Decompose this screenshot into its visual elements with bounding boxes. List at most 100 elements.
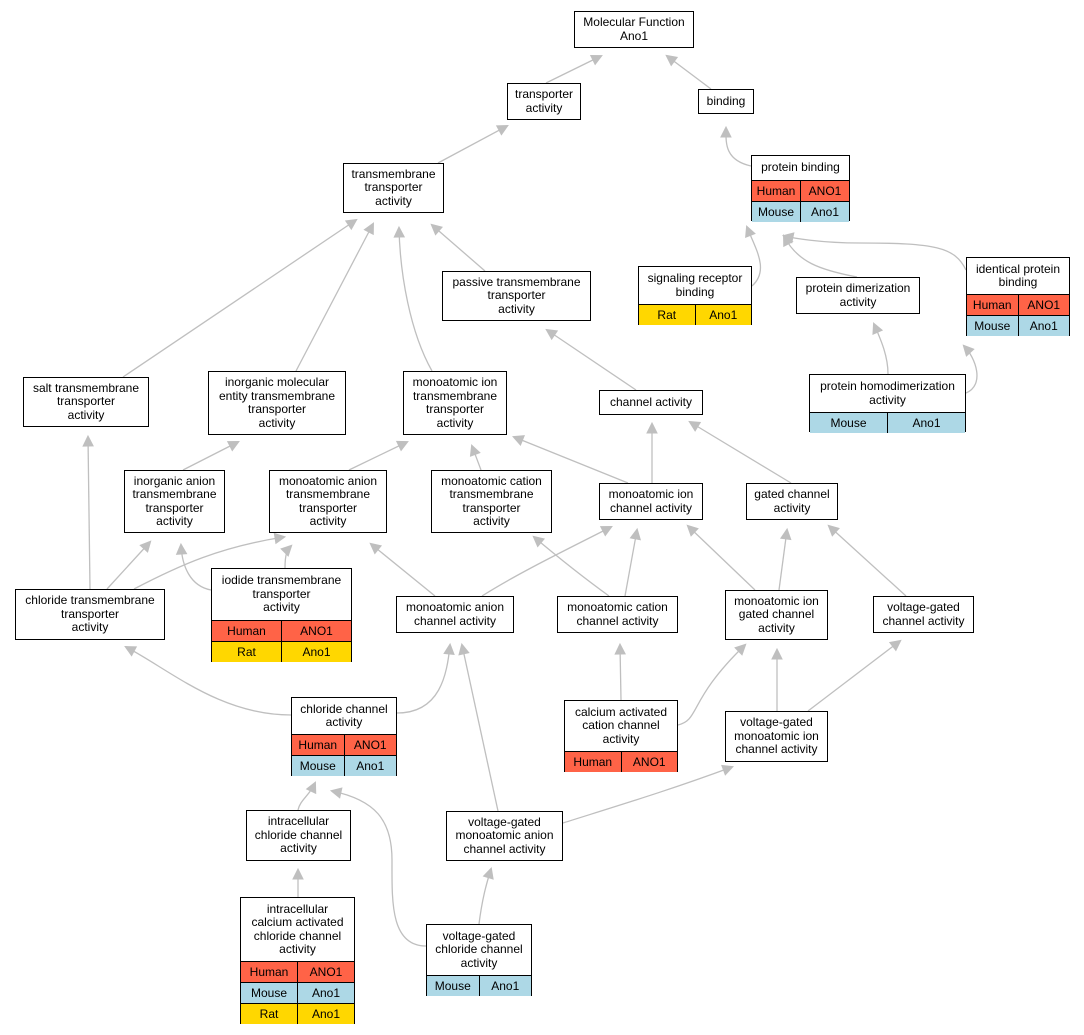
gene-cell: Ano1 bbox=[281, 642, 351, 662]
node-title: inorganic molecular entity transmembrane… bbox=[209, 372, 345, 434]
node-label: monoatomic ion transmembrane transporter… bbox=[412, 375, 498, 430]
go-term-node-transporter[interactable]: transporter activity bbox=[507, 83, 581, 120]
go-term-node-monoatomic-anion-channel[interactable]: monoatomic anion channel activity bbox=[396, 596, 514, 633]
species-cell: Mouse bbox=[974, 319, 1011, 333]
go-term-node-chloride-tm[interactable]: chloride transmembrane transporter activ… bbox=[15, 589, 165, 640]
node-title: protein dimerization activity bbox=[797, 278, 919, 313]
go-term-node-monoatomic-ion-channel[interactable]: monoatomic ion channel activity bbox=[599, 483, 703, 520]
go-term-node-protein-dimerization[interactable]: protein dimerization activity bbox=[796, 277, 920, 314]
arrowhead-gated_channel-to-channel bbox=[688, 420, 702, 432]
go-term-node-inorganic-anion-tm[interactable]: inorganic anion transmembrane transporte… bbox=[124, 470, 225, 533]
arrowhead-voltage_gated_chloride-to-voltage_gated_anion bbox=[482, 866, 494, 880]
arrowhead-intracellular_chloride-to-chloride_channel bbox=[305, 781, 317, 795]
go-term-node-inorganic-molecular[interactable]: inorganic molecular entity transmembrane… bbox=[208, 371, 346, 435]
node-title: intracellular chloride channel activity bbox=[247, 811, 350, 860]
go-term-node-voltage-gated-anion[interactable]: voltage-gated monoatomic anion channel a… bbox=[446, 811, 563, 861]
node-label: salt transmembrane transporter activity bbox=[32, 380, 140, 422]
species-cell: Human bbox=[227, 624, 266, 638]
edge-monoatomic_anion_channel-to-monoatomic_ion_channel bbox=[481, 526, 612, 597]
node-label: transporter activity bbox=[514, 87, 574, 115]
node-label: voltage-gated chloride channel activity bbox=[435, 928, 523, 970]
go-term-node-binding[interactable]: binding bbox=[698, 89, 754, 114]
arrowhead-monoatomic_ion_gated-to-gated_channel bbox=[779, 527, 792, 541]
go-term-node-voltage-gated-ion[interactable]: voltage-gated monoatomic ion channel act… bbox=[725, 711, 828, 762]
edge-chloride_tm-to-inorganic_anion_tm bbox=[106, 541, 151, 590]
go-term-node-channel[interactable]: channel activity bbox=[599, 390, 703, 415]
node-title: monoatomic anion transmembrane transport… bbox=[270, 471, 386, 532]
go-term-node-intracellular-calcium-chloride[interactable]: intracellular calcium activated chloride… bbox=[240, 897, 355, 1024]
node-label: identical protein binding bbox=[975, 261, 1061, 289]
arrowhead-binding-to-mf bbox=[665, 54, 679, 67]
arrowhead-monoatomic_anion_tm-to-monoatomic_ion_tm bbox=[395, 440, 409, 452]
node-title: inorganic anion transmembrane transporte… bbox=[125, 471, 224, 532]
node-label: monoatomic ion channel activity bbox=[608, 487, 694, 515]
species-cell: Rat bbox=[259, 1007, 279, 1021]
species-cell: Human bbox=[573, 755, 613, 769]
go-term-node-calcium-activated-cation[interactable]: calcium activated cation channel activit… bbox=[564, 700, 678, 772]
node-title: channel activity bbox=[600, 391, 702, 414]
node-title: protein binding bbox=[752, 156, 849, 180]
go-term-node-tm-transporter[interactable]: transmembrane transporter activity bbox=[343, 163, 444, 213]
edge-monoatomic_anion_channel-to-monoatomic_anion_tm bbox=[370, 543, 436, 597]
edge-monoatomic_ion_gated-to-monoatomic_ion_channel bbox=[687, 525, 756, 591]
go-term-node-monoatomic-anion-tm[interactable]: monoatomic anion transmembrane transport… bbox=[269, 470, 387, 533]
annotation-row-rat: Rat Ano1 bbox=[241, 1003, 354, 1024]
arrowhead-inorganic_molecular-to-tm_transporter bbox=[363, 222, 374, 236]
go-term-node-passive-tm[interactable]: passive transmembrane transporter activi… bbox=[442, 271, 591, 321]
arrowhead-voltage_gated_anion-to-monoatomic_anion_channel bbox=[458, 642, 470, 656]
species-cell: Mouse bbox=[250, 986, 288, 1000]
species-cell: Human bbox=[972, 298, 1012, 312]
node-title: protein homodimerization activity bbox=[810, 375, 965, 412]
edge-gated_channel-to-channel bbox=[689, 421, 792, 484]
node-title: monoatomic ion gated channel activity bbox=[726, 591, 827, 639]
node-label: binding bbox=[706, 93, 746, 108]
go-term-node-mf[interactable]: Molecular Function Ano1 bbox=[574, 11, 694, 48]
arrowhead-monoatomic_ion_channel-to-channel bbox=[646, 421, 658, 434]
node-label: protein binding bbox=[761, 160, 840, 175]
go-term-node-monoatomic-cation-tm[interactable]: monoatomic cation transmembrane transpor… bbox=[431, 470, 552, 533]
arrowhead-chloride_tm-to-salt_tm bbox=[82, 434, 94, 447]
go-term-node-monoatomic-ion-gated[interactable]: monoatomic ion gated channel activity bbox=[725, 590, 828, 640]
arrowhead-monoatomic_ion_channel-to-monoatomic_ion_tm bbox=[512, 435, 525, 446]
arrowhead-protein_homodimerization-to-identical_protein bbox=[962, 344, 975, 357]
species-cell: Mouse bbox=[757, 205, 795, 219]
node-title: monoatomic ion channel activity bbox=[600, 484, 702, 519]
annotation-row-mouse: Mouse Ano1 bbox=[241, 982, 354, 1003]
arrowhead-inorganic_anion_tm-to-inorganic_molecular bbox=[226, 441, 240, 452]
go-term-node-monoatomic-ion-tm[interactable]: monoatomic ion transmembrane transporter… bbox=[403, 371, 507, 435]
node-title: transmembrane transporter activity bbox=[344, 164, 443, 212]
go-term-node-voltage-gated-channel[interactable]: voltage-gated channel activity bbox=[873, 596, 974, 633]
edge-inorganic_molecular-to-tm_transporter bbox=[295, 223, 374, 372]
node-title: calcium activated cation channel activit… bbox=[565, 701, 677, 751]
go-term-node-iodide-tm[interactable]: iodide transmembrane transporter activit… bbox=[211, 568, 352, 662]
gene-cell: Ano1 bbox=[297, 1004, 354, 1024]
node-label: chloride transmembrane transporter activ… bbox=[25, 593, 155, 635]
species-cell: Rat bbox=[237, 645, 256, 659]
node-title: voltage-gated monoatomic anion channel a… bbox=[447, 812, 562, 860]
edge-monoatomic_ion_channel-to-monoatomic_ion_tm bbox=[513, 436, 629, 484]
node-title: monoatomic cation channel activity bbox=[558, 597, 677, 632]
node-label: intracellular calcium activated chloride… bbox=[251, 901, 344, 956]
go-term-node-monoatomic-cation-channel[interactable]: monoatomic cation channel activity bbox=[557, 596, 678, 633]
node-label: transmembrane transporter activity bbox=[351, 166, 436, 208]
node-label: protein dimerization activity bbox=[805, 281, 911, 309]
arrowhead-voltage_gated_chloride-to-chloride_channel bbox=[329, 787, 343, 799]
go-term-node-gated-channel[interactable]: gated channel activity bbox=[746, 483, 838, 520]
go-term-node-salt-tm[interactable]: salt transmembrane transporter activity bbox=[23, 377, 149, 427]
edge-voltage_gated_channel-to-gated_channel bbox=[828, 525, 907, 597]
go-term-node-intracellular-chloride[interactable]: intracellular chloride channel activity bbox=[246, 810, 351, 861]
node-label: protein homodimerization activity bbox=[820, 379, 955, 407]
annotation-row-rat: Rat Ano1 bbox=[212, 641, 351, 662]
gene-cell: Ano1 bbox=[297, 983, 354, 1003]
